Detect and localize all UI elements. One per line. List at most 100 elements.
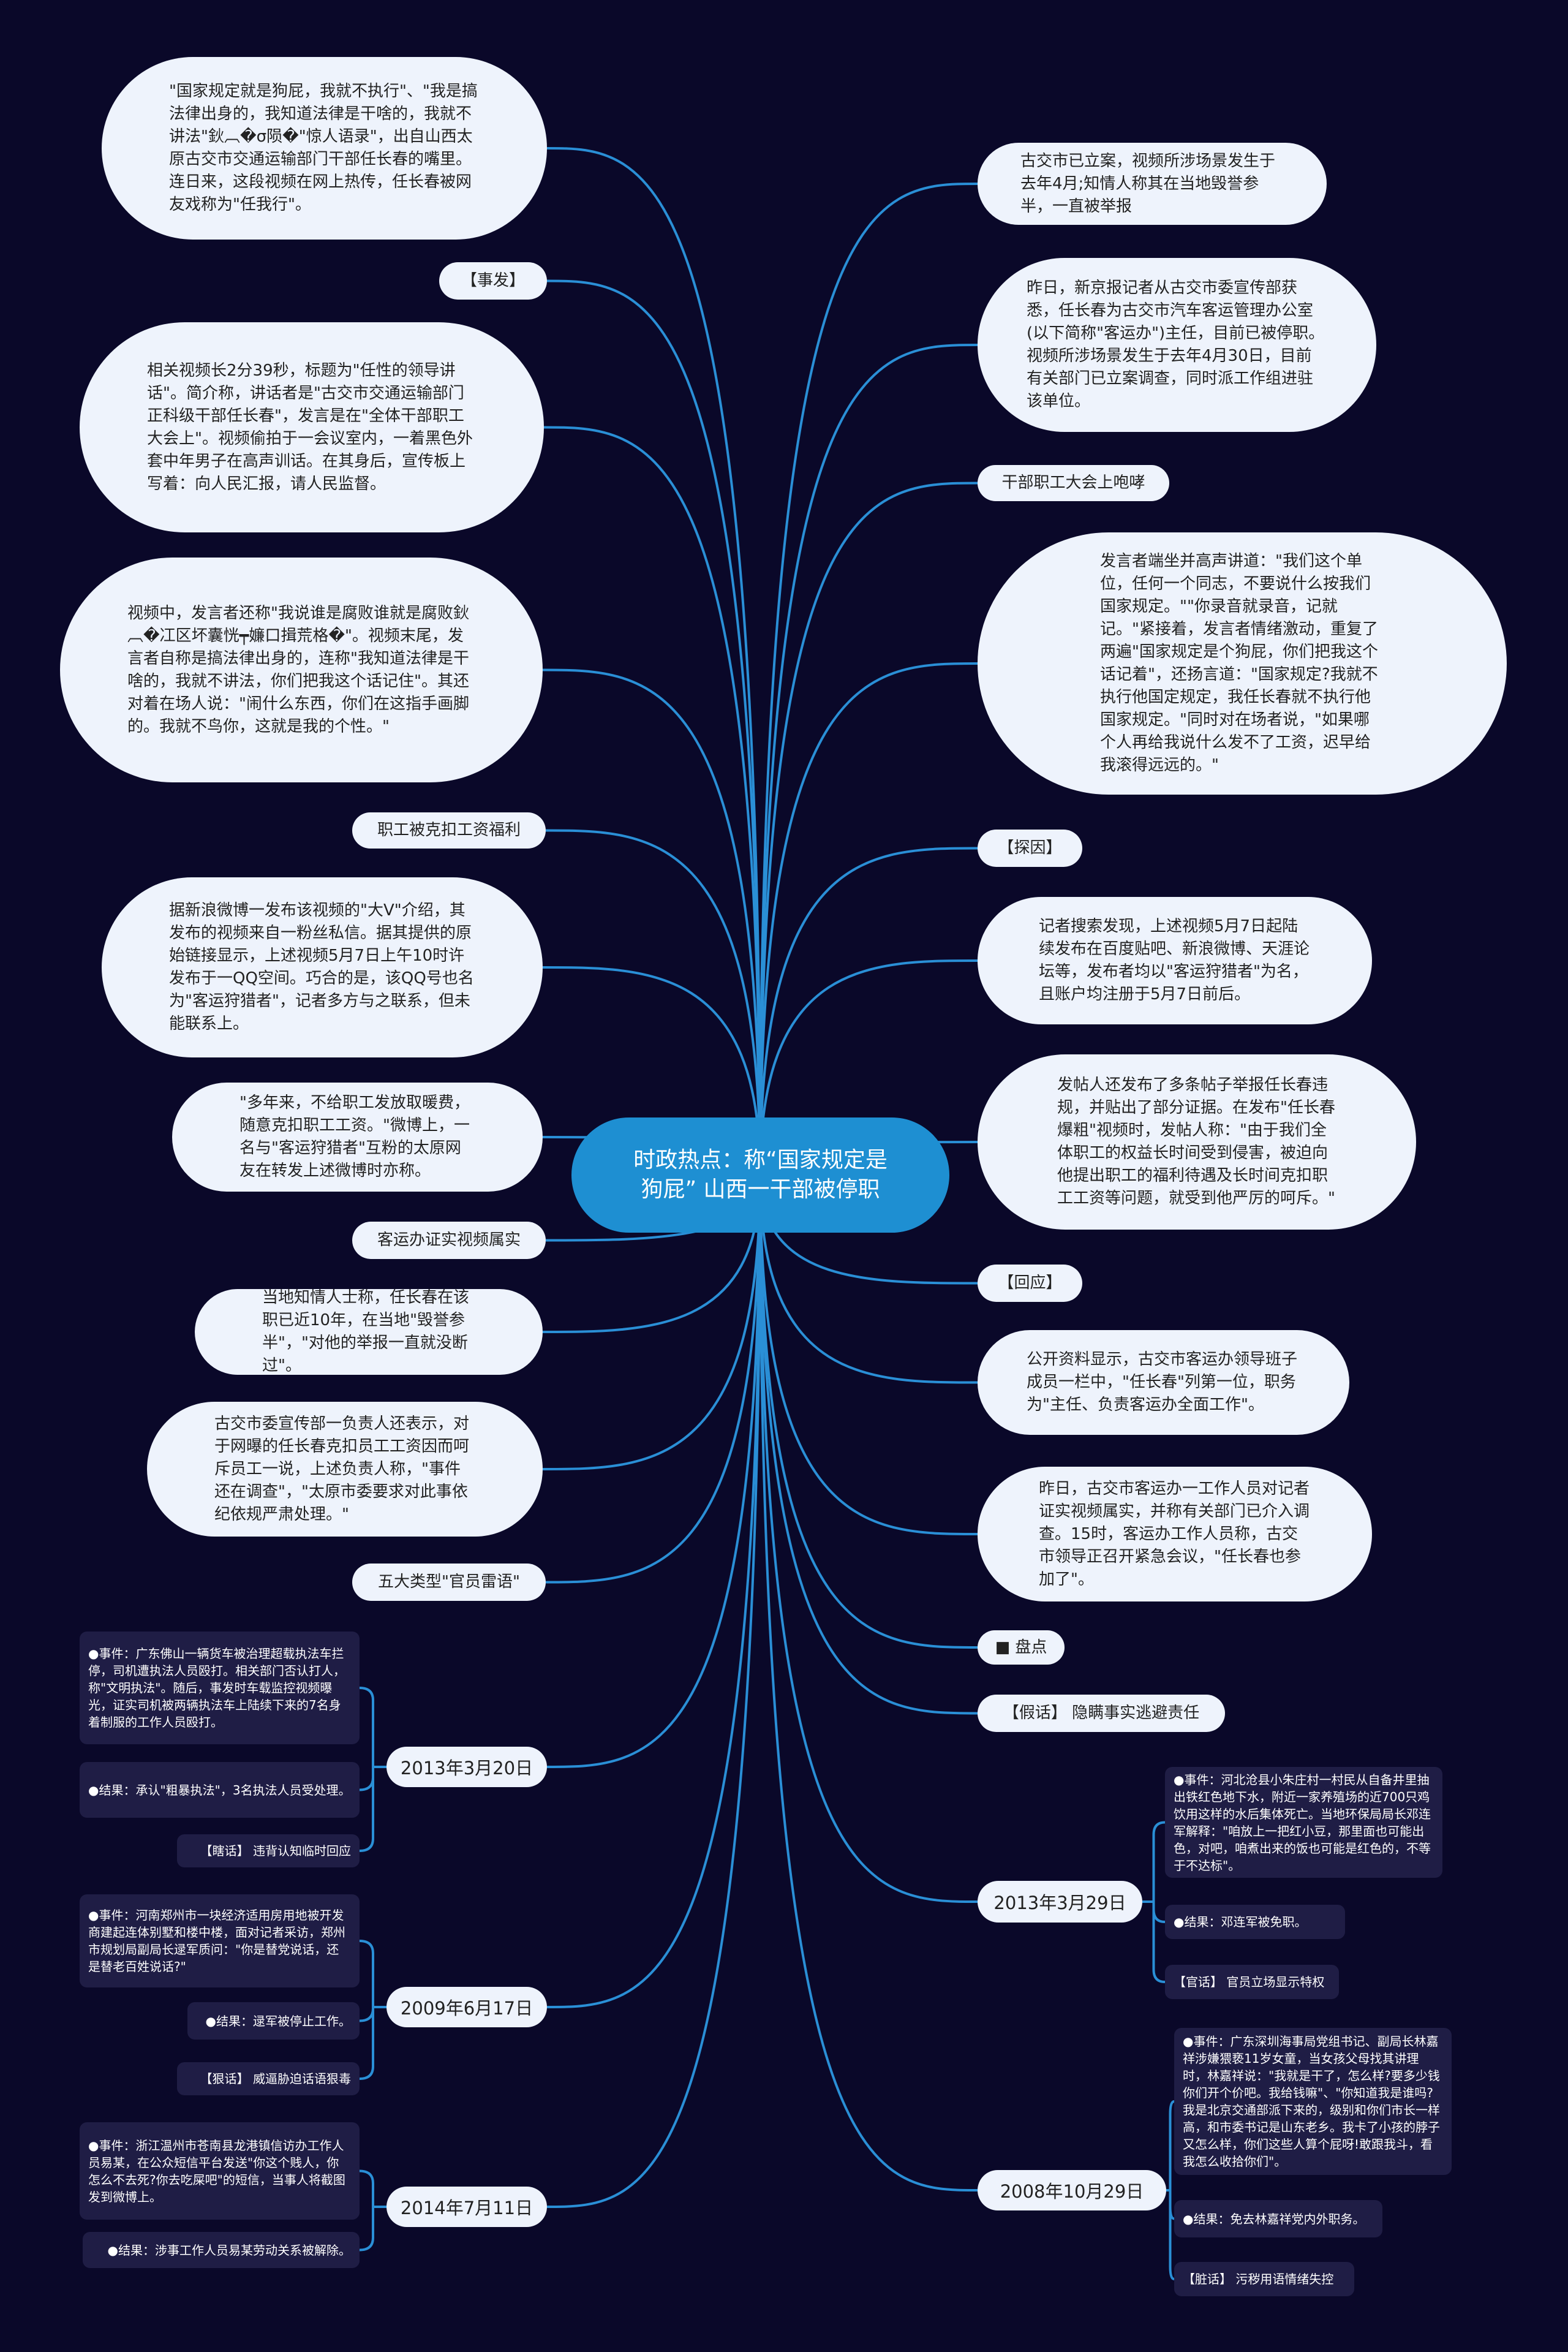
- topic-weibo-source[interactable]: 据新浪微博一发布该视频的"大V"介绍，其发布的视频来自一粉丝私信。据其提供的原始…: [102, 877, 543, 1057]
- connector-line: [759, 344, 978, 1176]
- leaf-text: ●事件：广东深圳海事局党组书记、副局长林嘉祥涉嫌猥亵11岁女童，当女孩父母找其讲…: [1183, 2034, 1440, 2169]
- leaf-text: ●结果：承认"粗暴执法"，3名执法人员受处理。: [88, 1782, 351, 1798]
- connector-line: [546, 1174, 761, 1768]
- topic-staff-confirmation[interactable]: 昨日，古交市客运办一工作人员对记者证实视频属实，并称有关部门已介入调查。15时，…: [978, 1467, 1372, 1601]
- central-topic[interactable]: 时政热点：称“国家规定是狗屁” 山西一干部被停职: [571, 1117, 949, 1233]
- topic-reporter-search[interactable]: 记者搜索发现，上述视频5月7日起陆续发布在百度贴吧、新浪微博、天涯论坛等，发布者…: [978, 897, 1372, 1024]
- leaf-text: ●事件：浙江温州市苍南县龙港镇信访办工作人员易某，在公众短信平台发送"你这个贱人…: [88, 2138, 345, 2204]
- leaf-text: ●结果：涉事工作人员易某劳动关系被解除。: [107, 2242, 351, 2258]
- topic-response-header[interactable]: 【回应】: [978, 1265, 1082, 1302]
- event-detail[interactable]: ●事件：广东深圳海事局党组书记、副局长林嘉祥涉嫌猥亵11岁女童，当女孩父母找其讲…: [1174, 2028, 1452, 2175]
- topic-text: 【回应】: [998, 1274, 1062, 1292]
- connector-line: [759, 482, 978, 1176]
- topic-text: 古交市已立案，视频所涉场景发生于去年4月;知情人称其在当地毁誉参半，一直被举报: [1020, 151, 1276, 216]
- topic-cause-header[interactable]: 【探因】: [978, 830, 1082, 867]
- topic-quote-summary[interactable]: "国家规定就是狗屁，我就不执行"、"我是搞法律出身的，我知道法律是干啥的，我就不…: [102, 57, 547, 240]
- topic-text: ■ 盘点: [995, 1638, 1047, 1657]
- connector-line: [759, 1174, 978, 1715]
- event-result[interactable]: ●结果：免去林嘉祥党内外职务。: [1174, 2200, 1382, 2237]
- event-category[interactable]: 【官话】 官员立场显示特权: [1165, 1965, 1339, 1999]
- connector-line: [759, 183, 978, 1176]
- date-node-2013-03-29[interactable]: 2013年3月29日: [978, 1881, 1142, 1923]
- event-category[interactable]: 【脏话】 污秽用语情绪失控: [1174, 2262, 1354, 2296]
- connector-line: [359, 1766, 386, 1852]
- topic-video-confirmed[interactable]: 客运办证实视频属实: [352, 1222, 546, 1259]
- connector-line: [542, 668, 761, 1176]
- date-label: 2009年6月17日: [400, 1998, 533, 2019]
- topic-text: 公开资料显示，古交市客运办领导班子成员一栏中，"任长春"列第一位，职务为"主任、…: [1027, 1350, 1298, 1414]
- connector-line: [359, 2006, 386, 2080]
- topic-public-records[interactable]: 公开资料显示，古交市客运办领导班子成员一栏中，"任长春"列第一位，职务为"主任、…: [978, 1330, 1349, 1435]
- leaf-text: ●结果：逯军被停止工作。: [205, 2013, 351, 2029]
- topic-video-content[interactable]: 视频中，发言者还称"我说谁是腐败谁就是腐败鈥︹�冮区坏囊恍┯嬚口揖荒格�"。视频…: [60, 558, 543, 782]
- event-detail[interactable]: ●事件：浙江温州市苍南县龙港镇信访办工作人员易某，在公众短信平台发送"你这个贱人…: [80, 2122, 360, 2220]
- topic-text: 五大类型"官员雷语": [378, 1573, 520, 1591]
- event-detail[interactable]: ●事件：河北沧县小朱庄村一村民从自备井里抽出铁红色地下水，附近一家养殖场的近70…: [1165, 1767, 1442, 1878]
- leaf-text: 【官话】 官员立场显示特权: [1174, 1975, 1325, 1989]
- leaf-text: ●事件：河南郑州市一块经济适用房用地被开发商建起连体别墅和楼中楼，面对记者采访，…: [88, 1908, 345, 1974]
- topic-text: 记者搜索发现，上述视频5月7日起陆续发布在百度贴吧、新浪微博、天涯论坛等，发布者…: [1039, 917, 1310, 1004]
- topic-netizen-claim[interactable]: "多年来，不给职工发放取暖费，随意克扣职工工资。"微博上，一名与"客运狩猎者"互…: [172, 1083, 543, 1192]
- connector-line: [759, 1174, 978, 1535]
- connector-line: [546, 1174, 761, 2008]
- connector-line: [759, 959, 978, 1176]
- topic-five-types[interactable]: 五大类型"官员雷语": [352, 1564, 546, 1601]
- topic-propaganda-dept[interactable]: 古交市委宣传部一负责人还表示，对于网曝的任长春克扣员工工资因而呵斥员工一说，上述…: [147, 1402, 543, 1537]
- connector-line: [543, 426, 761, 1176]
- topic-text: 发言者端坐并高声讲道："我们这个单位，任何一个同志，不要说什么按我们国家规定。"…: [1100, 552, 1378, 774]
- topic-insider-statement[interactable]: 当地知情人士称，任长春在该职已近10年，在当地"毁誉参半"，"对他的举报一直就没…: [195, 1288, 543, 1375]
- connector-line: [1142, 1900, 1166, 1983]
- event-result[interactable]: ●结果：涉事工作人员易某劳动关系被解除。: [83, 2232, 360, 2268]
- event-detail[interactable]: ●事件：河南郑州市一块经济适用房用地被开发商建起连体别墅和楼中楼，面对记者采访，…: [80, 1894, 360, 1987]
- central-topic-title: 时政热点：称“国家规定是狗屁” 山西一干部被停职: [633, 1148, 888, 1202]
- connector-line: [759, 847, 978, 1176]
- topic-poster-report[interactable]: 发帖人还发布了多条帖子举报任长春违规，并贴出了部分证据。在发布"任长春爆粗"视频…: [978, 1054, 1416, 1230]
- event-detail[interactable]: ●事件：广东佛山一辆货车被治理超载执法车拦停，司机遭执法人员殴打。相关部门否认打…: [80, 1632, 360, 1744]
- date-node-2013-03-20[interactable]: 2013年3月20日: [386, 1747, 547, 1787]
- connector-line: [546, 147, 761, 1176]
- topic-meeting-rant[interactable]: 干部职工大会上咆哮: [978, 465, 1169, 501]
- topic-text: 【假话】 隐瞒事实逃避责任: [1003, 1704, 1200, 1722]
- connector-line: [759, 662, 978, 1176]
- topic-text: 客运办证实视频属实: [377, 1231, 521, 1249]
- topic-incident-header[interactable]: 【事发】: [439, 262, 547, 300]
- connector-line: [545, 1174, 761, 1584]
- leaf-text: ●结果：邓连军被免职。: [1174, 1915, 1307, 1929]
- connector-line: [759, 1174, 978, 1384]
- topic-summary-header[interactable]: ■ 盘点: [978, 1630, 1065, 1665]
- date-node-2008-10-29[interactable]: 2008年10月29日: [978, 2170, 1166, 2210]
- connector-line: [1166, 2189, 1175, 2280]
- topic-suspension-news[interactable]: 昨日，新京报记者从古交市委宣传部获悉，任长春为古交市汽车客运管理办公室(以下简称…: [978, 258, 1376, 432]
- event-category[interactable]: 【狠话】 威逼胁迫话语狠毒: [177, 2062, 360, 2095]
- topic-speech-content[interactable]: 发言者端坐并高声讲道："我们这个单位，任何一个同志，不要说什么按我们国家规定。"…: [978, 532, 1507, 795]
- topic-text: 【探因】: [998, 839, 1062, 857]
- connector-line: [545, 829, 761, 1176]
- date-label: 2013年3月29日: [993, 1893, 1126, 1913]
- topic-video-details[interactable]: 相关视频长2分39秒，标题为"任性的领导讲话"。简介称，讲话者是"古交市交通运输…: [80, 322, 544, 532]
- connector-line: [759, 1174, 978, 1903]
- event-result[interactable]: ●结果：承认"粗暴执法"，3名执法人员受处理。: [80, 1762, 360, 1818]
- leaf-text: 【脏话】 污秽用语情绪失控: [1183, 2272, 1334, 2286]
- connector-line: [359, 1940, 386, 2008]
- topic-text: 当地知情人士称，任长春在该职已近10年，在当地"毁誉参半"，"对他的举报一直就没…: [262, 1288, 470, 1375]
- leaf-text: 【狠话】 威逼胁迫话语狠毒: [200, 2071, 351, 2086]
- event-result[interactable]: ●结果：逯军被停止工作。: [187, 2002, 360, 2040]
- date-node-2014-07-11[interactable]: 2014年7月11日: [386, 2187, 547, 2227]
- event-result[interactable]: ●结果：邓连军被免职。: [1165, 1905, 1345, 1939]
- connector-line: [359, 2206, 386, 2252]
- topic-text: 相关视频长2分39秒，标题为"任性的领导讲话"。简介称，讲话者是"古交市交通运输…: [147, 361, 473, 493]
- topic-text: 昨日，古交市客运办一工作人员对记者证实视频属实，并称有关部门已介入调查。15时，…: [1039, 1479, 1310, 1589]
- topic-text: 发帖人还发布了多条帖子举报任长春违规，并贴出了部分证据。在发布"任长春爆粗"视频…: [1057, 1076, 1335, 1208]
- connector-line: [759, 1174, 978, 1649]
- date-label: 2008年10月29日: [1000, 2181, 1144, 2202]
- topic-wage-deduction[interactable]: 职工被克扣工资福利: [352, 812, 546, 849]
- topic-lies-category[interactable]: 【假话】 隐瞒事实逃避责任: [978, 1695, 1225, 1732]
- connector-line: [759, 1174, 978, 2191]
- connector-line: [359, 1687, 386, 1768]
- date-node-2009-06-17[interactable]: 2009年6月17日: [386, 1987, 547, 2027]
- connector-line: [546, 279, 761, 1176]
- event-category[interactable]: 【瞎话】 违背认知临时回应: [177, 1834, 360, 1867]
- connector-line: [542, 1174, 761, 1470]
- topic-case-filed[interactable]: 古交市已立案，视频所涉场景发生于去年4月;知情人称其在当地毁誉参半，一直被举报: [978, 143, 1327, 225]
